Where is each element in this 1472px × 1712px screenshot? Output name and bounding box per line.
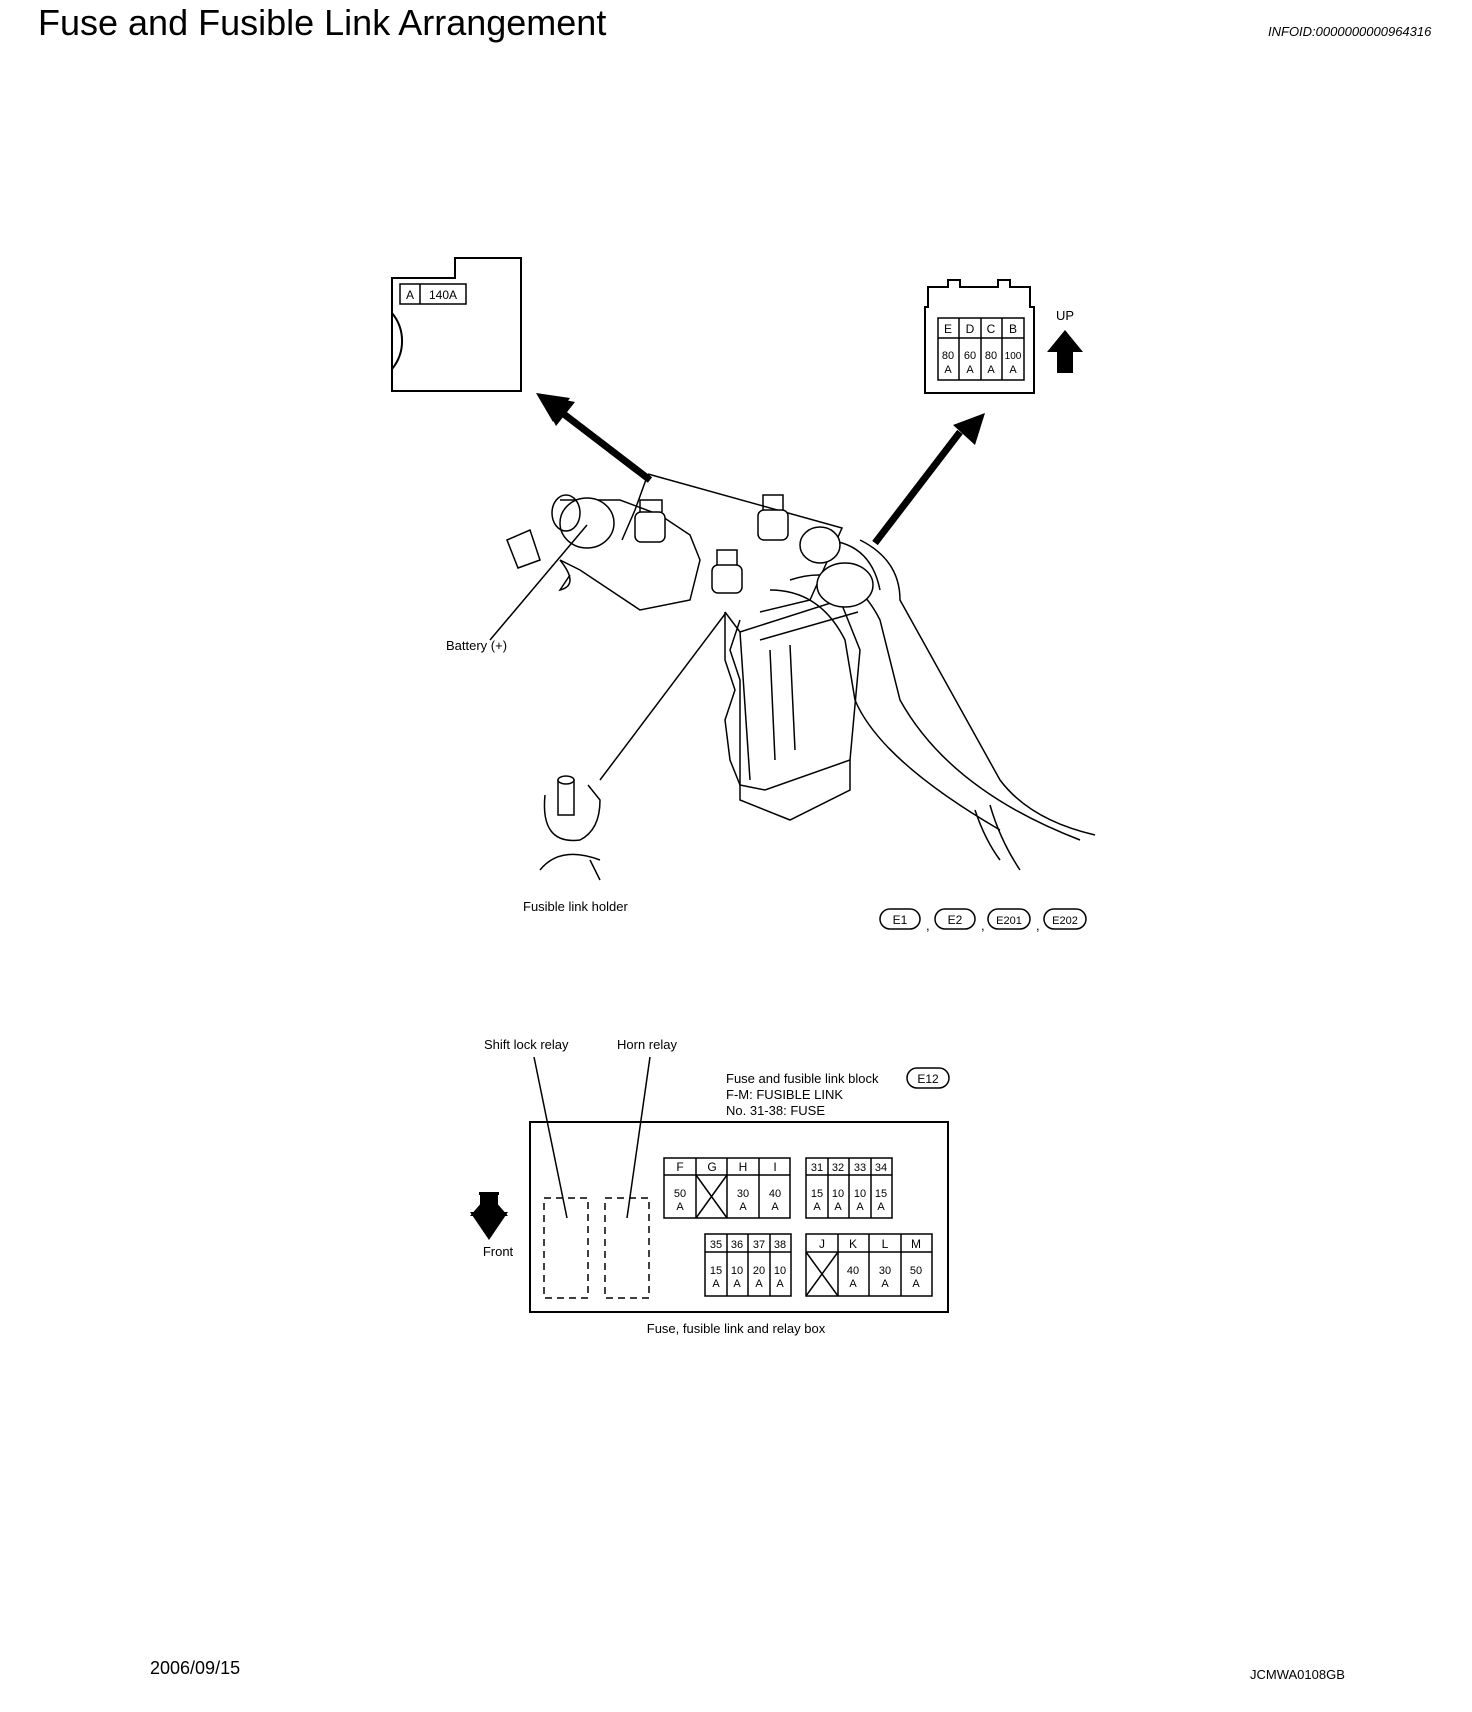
link-unit-d: A	[966, 364, 974, 376]
fuse-number-34: 34	[875, 1162, 887, 1174]
fuse-rating-37: 20	[753, 1265, 765, 1277]
fuse-number-38: 38	[774, 1239, 786, 1251]
fuse-rating-38: 10	[774, 1265, 786, 1277]
fuses-31-34: 31 32 33 34 15 A 10 A 10 A 15 A	[805, 1157, 893, 1219]
fuse-number-33: 33	[854, 1162, 866, 1174]
connector-e202: E202	[1052, 915, 1078, 927]
link-rating-f: 50	[674, 1188, 686, 1200]
shift-lock-relay-leader	[533, 1056, 568, 1219]
link-rating-h: 30	[737, 1188, 749, 1200]
horn-relay-leader	[626, 1056, 651, 1219]
footer-code: JCMWA0108GB	[1250, 1667, 1345, 1682]
link-rating-l: 30	[879, 1265, 891, 1277]
link-unit-h: A	[739, 1201, 747, 1213]
link-letter-c: C	[987, 322, 996, 336]
fuse-unit-32: A	[834, 1201, 842, 1213]
fusible-link-holder-label: Fusible link holder	[523, 899, 628, 914]
page-title: Fuse and Fusible Link Arrangement	[38, 2, 607, 43]
link-rating-e: 80	[942, 350, 954, 362]
footer-date: 2006/09/15	[150, 1658, 241, 1678]
connector-separator-2: ,	[981, 918, 985, 933]
fuse-rating-35: 15	[710, 1265, 722, 1277]
link-letter-l: L	[882, 1237, 889, 1251]
fuses-35-38: 35 36 37 38 15 A 10 A 20 A 10 A	[704, 1233, 792, 1297]
fuse-unit-34: A	[877, 1201, 885, 1213]
connector-e201: E201	[996, 915, 1022, 927]
link-letter-g: G	[707, 1160, 716, 1174]
horn-relay-label: Horn relay	[617, 1037, 677, 1052]
link-letter-j: J	[819, 1237, 825, 1251]
battery-terminal-drawing	[489, 473, 1096, 881]
fuse-unit-36: A	[733, 1278, 741, 1290]
link-unit-l: A	[881, 1278, 889, 1290]
link-letter-b: B	[1009, 322, 1017, 336]
fusible-link-block-edcb: E D C B 80 A 60 A 80 A 100 A	[924, 279, 1035, 394]
fuse-unit-33: A	[856, 1201, 864, 1213]
connector-ids: E1 , E2 , E201 , E202	[879, 908, 1087, 933]
fusible-link-a-rating: 140A	[429, 288, 457, 302]
link-unit-i: A	[771, 1201, 779, 1213]
fuse-number-31: 31	[811, 1162, 823, 1174]
fuse-block-line-fuse: No. 31-38: FUSE	[726, 1103, 825, 1118]
fusible-link-a-housing: A 140A	[391, 257, 522, 392]
callout-arrow-right	[872, 413, 985, 546]
fuse-unit-35: A	[712, 1278, 720, 1290]
link-rating-d: 60	[964, 350, 976, 362]
link-letter-h: H	[739, 1160, 748, 1174]
link-rating-c: 80	[985, 350, 997, 362]
fuse-block-line-fm: F-M: FUSIBLE LINK	[726, 1087, 843, 1102]
link-rating-b: 100	[1005, 351, 1022, 362]
fusible-links-jklm: J K L M 40 A 30 A 50 A	[805, 1233, 933, 1297]
fusible-links-fghi: F G H I 50 A 30 A 40 A	[663, 1157, 791, 1219]
link-letter-e: E	[944, 322, 952, 336]
link-unit-c: A	[987, 364, 995, 376]
connector-e1: E1	[893, 913, 908, 927]
up-arrow-icon	[1047, 330, 1083, 373]
fuse-unit-38: A	[776, 1278, 784, 1290]
link-letter-d: D	[966, 322, 975, 336]
fuse-unit-37: A	[755, 1278, 763, 1290]
fuse-number-32: 32	[832, 1162, 844, 1174]
fuse-number-36: 36	[731, 1239, 743, 1251]
link-letter-k: K	[849, 1237, 857, 1251]
connector-separator-1: ,	[926, 918, 930, 933]
info-id: INFOID:0000000000964316	[1268, 24, 1432, 39]
link-rating-m: 50	[910, 1265, 922, 1277]
fuse-unit-31: A	[813, 1201, 821, 1213]
front-label: Front	[483, 1244, 514, 1259]
link-letter-m: M	[911, 1237, 921, 1251]
relay-box-outline	[529, 1121, 949, 1313]
fuse-rating-31: 15	[811, 1188, 823, 1200]
link-rating-k: 40	[847, 1265, 859, 1277]
fusible-link-a-letter: A	[406, 288, 414, 302]
connector-e12: E12	[917, 1072, 939, 1086]
relay-box-label: Fuse, fusible link and relay box	[647, 1321, 826, 1336]
shift-lock-relay-label: Shift lock relay	[484, 1037, 569, 1052]
link-rating-i: 40	[769, 1188, 781, 1200]
fuse-rating-34: 15	[875, 1188, 887, 1200]
up-label: UP	[1056, 308, 1074, 323]
fuse-rating-36: 10	[731, 1265, 743, 1277]
fuse-block-title: Fuse and fusible link block	[726, 1071, 879, 1086]
fuse-number-37: 37	[753, 1239, 765, 1251]
link-letter-f: F	[676, 1160, 683, 1174]
link-letter-i: I	[773, 1160, 776, 1174]
link-unit-b: A	[1009, 364, 1017, 376]
link-unit-m: A	[912, 1278, 920, 1290]
fuse-number-35: 35	[710, 1239, 722, 1251]
battery-label: Battery (+)	[446, 638, 507, 653]
link-unit-k: A	[849, 1278, 857, 1290]
link-unit-e: A	[944, 364, 952, 376]
fuse-rating-32: 10	[832, 1188, 844, 1200]
link-unit-f: A	[676, 1201, 684, 1213]
connector-e2: E2	[948, 913, 963, 927]
connector-separator-3: ,	[1036, 918, 1040, 933]
callout-arrow-left	[536, 393, 653, 483]
fuse-rating-33: 10	[854, 1188, 866, 1200]
